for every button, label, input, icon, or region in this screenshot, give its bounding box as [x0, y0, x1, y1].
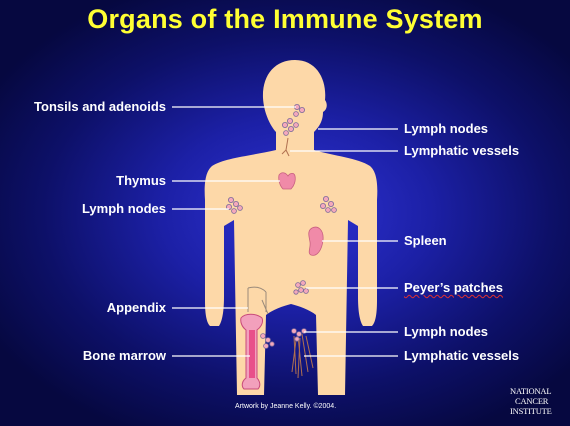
body-silhouette — [204, 60, 378, 395]
label-peyers-patches: Peyer’s patches — [404, 280, 504, 295]
thymus-organ — [278, 172, 296, 190]
label-tonsils-and-adenoids: Tonsils and adenoids — [34, 99, 166, 114]
lymphatic-vessels-neck — [281, 137, 290, 157]
label-lymphatic-vessels-leg: Lymphatic vessels — [404, 348, 520, 363]
nci-logo-line3: INSTITUTE — [510, 406, 552, 416]
lymphatic-vessels-leg — [291, 333, 314, 379]
label-lymph-nodes-groin: Lymph nodes — [404, 324, 489, 339]
bone-marrow-core — [249, 330, 255, 378]
label-thymus: Thymus — [116, 173, 166, 188]
lymph-node-cluster — [225, 104, 337, 349]
label-spleen: Spleen — [404, 233, 447, 248]
label-lymph-nodes-axillary: Lymph nodes — [81, 201, 166, 216]
label-lymph-nodes-neck: Lymph nodes — [404, 121, 489, 136]
spleen-organ — [308, 226, 324, 256]
slide-title: Organs of the Immune System — [87, 4, 483, 34]
nci-logo: NATIONAL CANCER INSTITUTE — [510, 386, 566, 416]
label-bone-marrow: Bone marrow — [82, 348, 166, 363]
artwork-credit: Artwork by Jeanne Kelly. ©2004. — [235, 403, 337, 410]
appendix-outline — [247, 286, 269, 315]
nci-logo-line2: CANCER — [515, 396, 549, 406]
label-appendix: Appendix — [106, 300, 166, 315]
leader-lines — [172, 106, 398, 357]
label-lymphatic-vessels-neck: Lymphatic vessels — [404, 143, 520, 158]
nci-logo-line1: NATIONAL — [510, 386, 552, 396]
